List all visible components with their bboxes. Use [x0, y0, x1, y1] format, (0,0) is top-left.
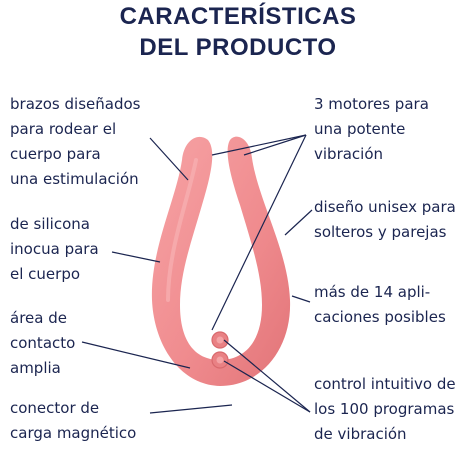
feature-text-line: contacto	[10, 334, 76, 352]
feature-text-line: control intuitivo de	[314, 375, 456, 393]
feature-arms: brazos diseñados para rodear el cuerpo p…	[10, 92, 140, 192]
feature-text-line: amplia	[10, 359, 61, 377]
feature-text-line: cuerpo para	[10, 145, 101, 163]
feature-text-line: de vibración	[314, 425, 407, 443]
feature-control: control intuitivo de los 100 programas d…	[314, 372, 456, 447]
feature-text-line: más de 14 apli-	[314, 283, 431, 301]
feature-text-line: para rodear el	[10, 120, 117, 138]
feature-text-line: área de	[10, 309, 67, 327]
feature-text-line: 3 motores para	[314, 95, 429, 113]
feature-text-line: caciones posibles	[314, 308, 446, 326]
feature-text-line: carga magnético	[10, 424, 137, 442]
feature-text-line: el cuerpo	[10, 265, 81, 283]
feature-motors: 3 motores para una potente vibración	[314, 92, 429, 167]
feature-text-line: una potente	[314, 120, 406, 138]
feature-text-line: diseño unisex para	[314, 198, 456, 216]
page-title-line-1: CARACTERÍSTICAS	[119, 3, 357, 30]
page-title-line-2: DEL PRODUCTO	[139, 34, 337, 61]
feature-text-line: brazos diseñados	[10, 95, 141, 113]
feature-unisex: diseño unisex para solteros y parejas	[314, 195, 456, 245]
feature-text-line: los 100 programas	[314, 400, 455, 418]
feature-text-line: de silicona	[10, 215, 90, 233]
feature-magnetic-charger: conector de carga magnético	[10, 396, 136, 446]
feature-text-line: inocua para	[10, 240, 99, 258]
feature-text-line: vibración	[314, 145, 384, 163]
feature-apps: más de 14 apli- caciones posibles	[314, 280, 446, 330]
feature-text-line: solteros y parejas	[314, 223, 447, 241]
feature-text-line: conector de	[10, 399, 100, 417]
feature-contact-area: área de contacto amplia	[10, 306, 75, 381]
leader-lines	[81, 134, 313, 414]
feature-silicone: de silicona inocua para el cuerpo	[10, 212, 99, 287]
feature-text-line: una estimulación	[10, 170, 139, 188]
